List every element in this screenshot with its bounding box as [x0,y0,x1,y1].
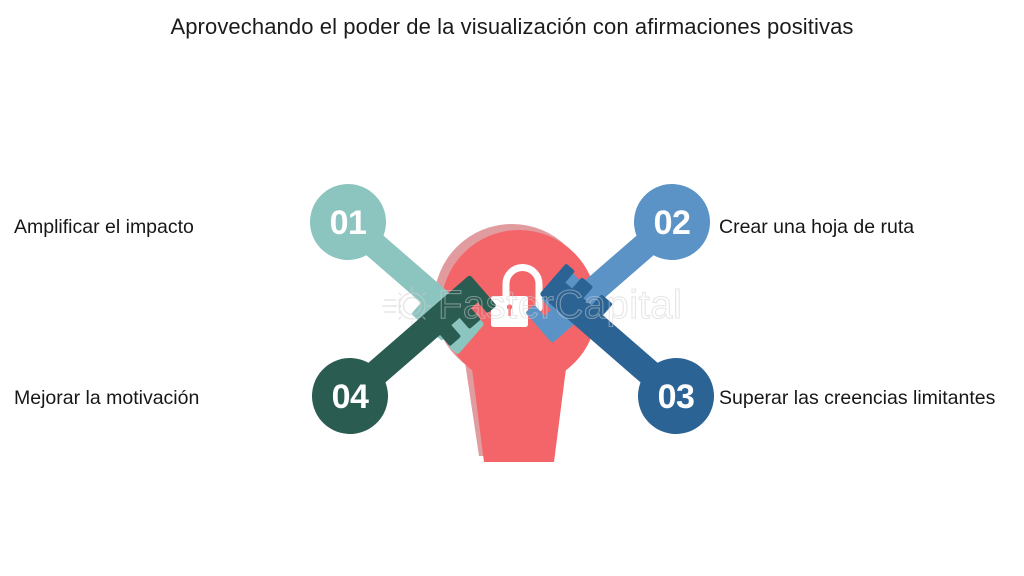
key-label-01: Amplificar el impacto [14,216,194,238]
key-label-04: Mejorar la motivación [14,387,200,409]
key-03[interactable]: 03 [522,255,730,450]
key-number-03: 03 [658,378,695,416]
key-number-02: 02 [654,204,691,242]
key-02[interactable]: 02 [518,168,726,363]
key-01[interactable]: 01 [294,168,502,363]
key-label-03: Superar las creencias limitantes [719,387,996,409]
key-04[interactable]: 04 [296,255,504,450]
open-padlock-icon [491,264,543,327]
key-number-01: 01 [330,204,367,242]
key-label-02: Crear una hoja de ruta [719,216,915,238]
key-number-04: 04 [332,378,369,416]
page-title: Aprovechando el poder de la visualizació… [170,14,854,39]
